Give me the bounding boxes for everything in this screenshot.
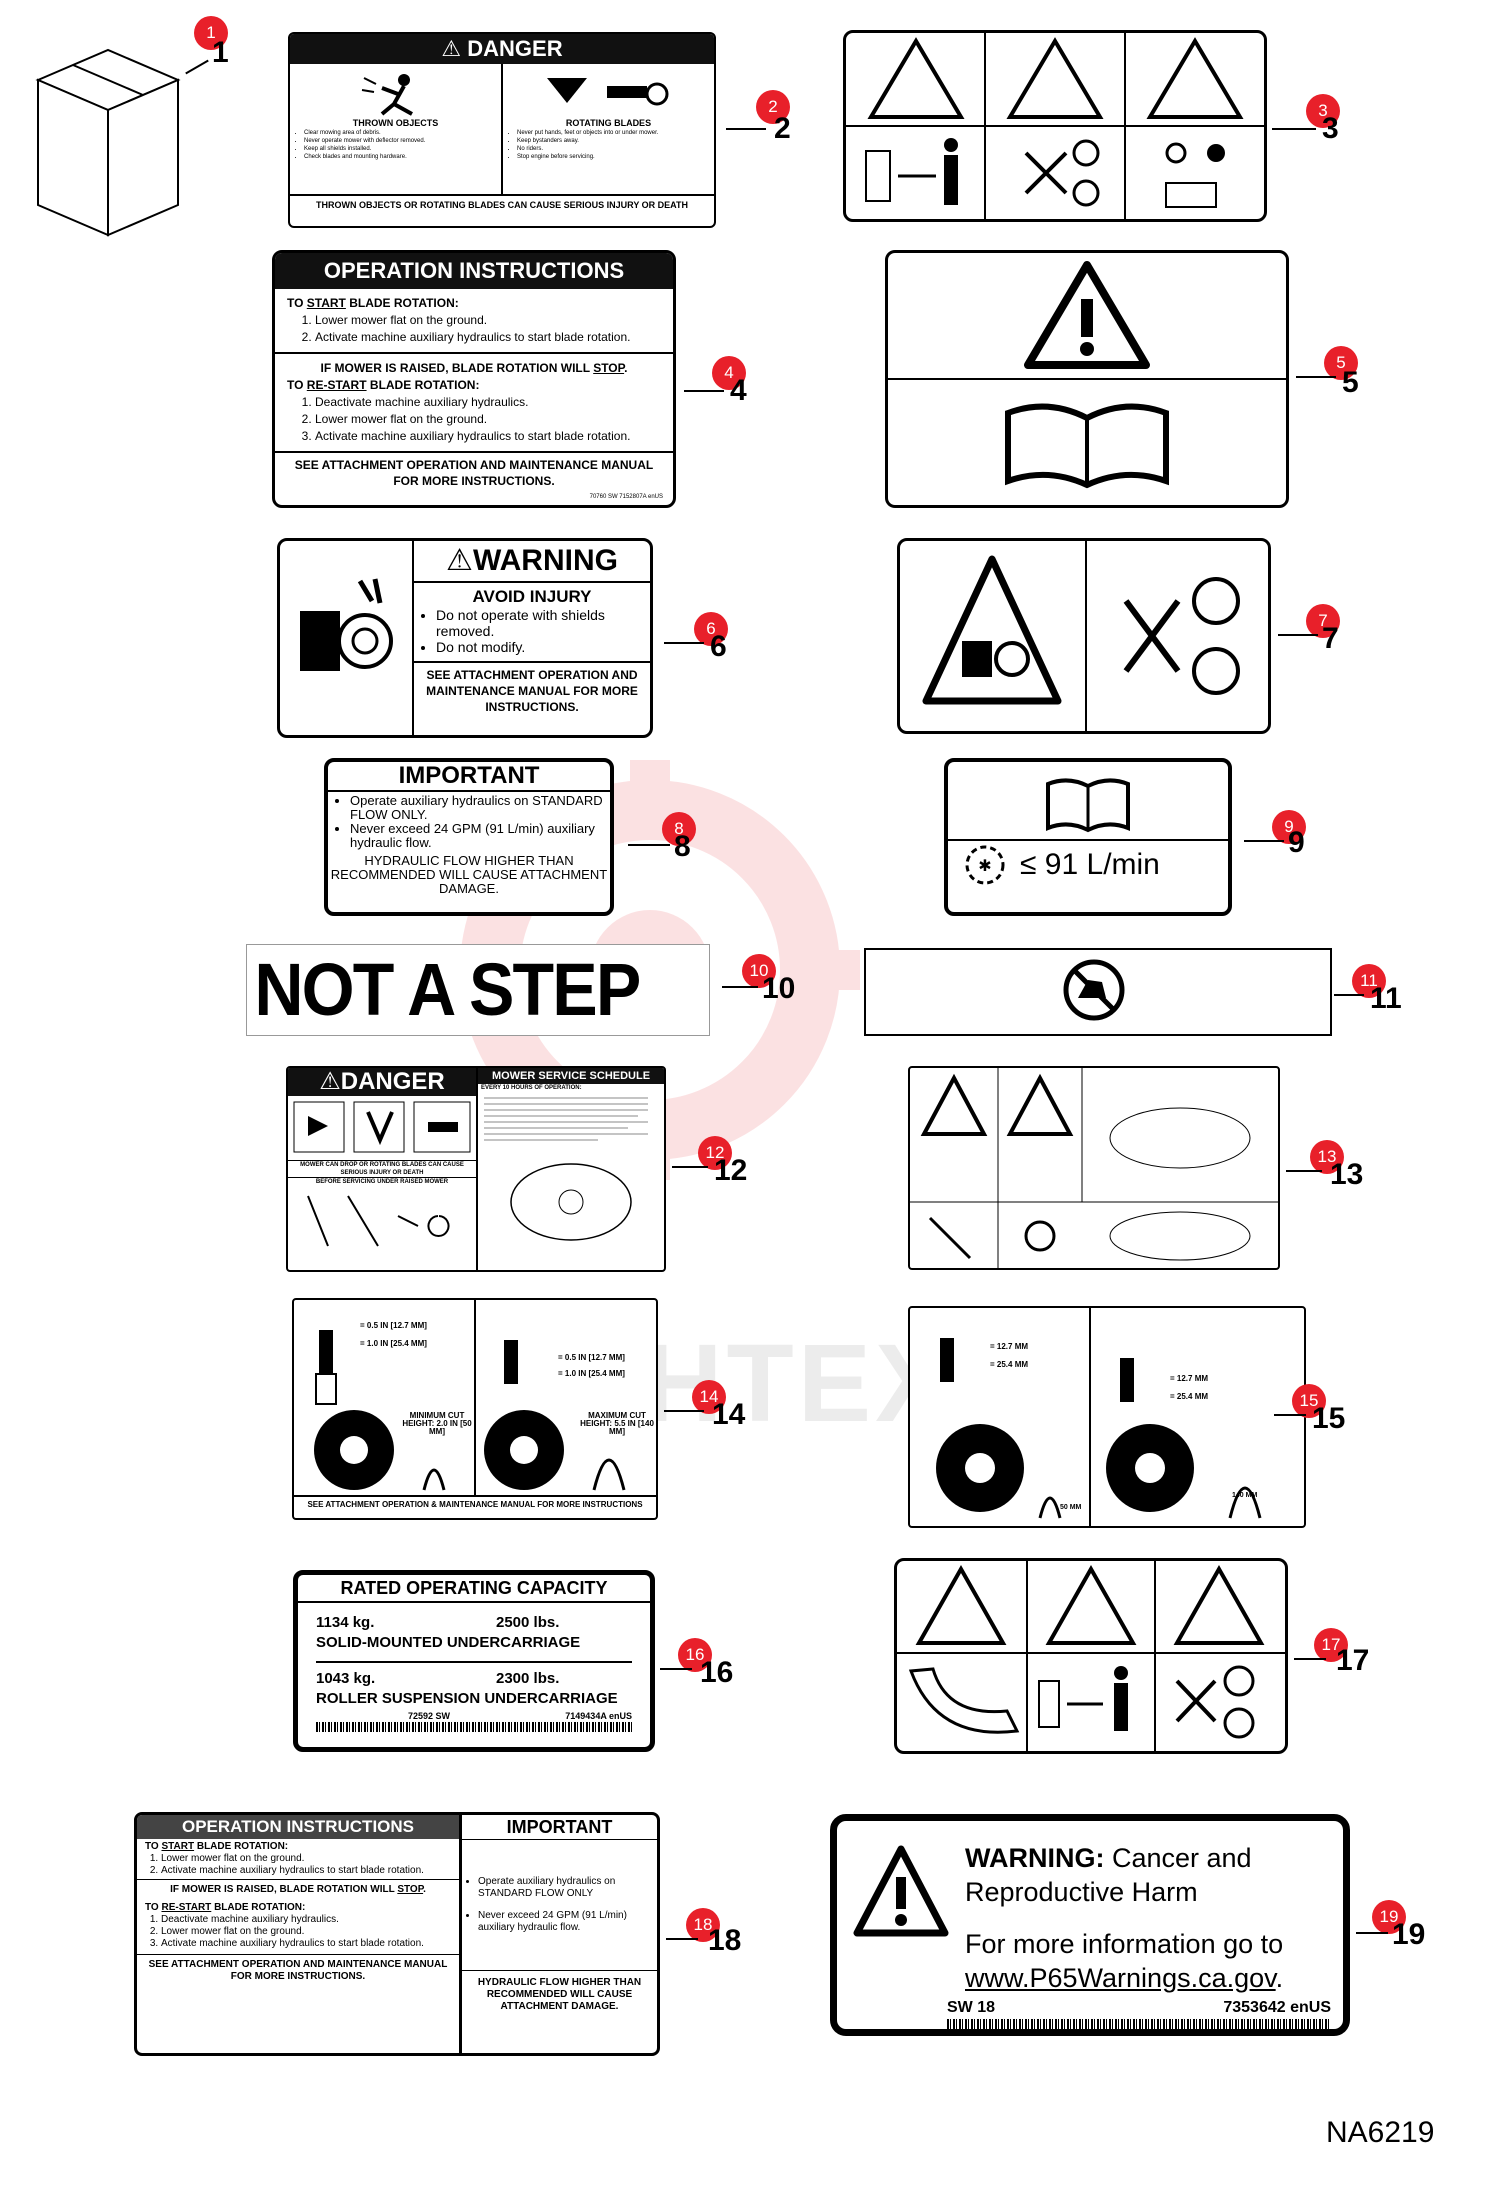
callout-14: 14 [692,1380,726,1414]
leader-line [1278,634,1318,636]
decal-operation-important-combo: OPERATION INSTRUCTIONS TO START BLADE RO… [134,1812,660,2056]
box-icon [28,40,188,240]
callout-12: 12 [698,1136,732,1170]
decal-flow-limit: ✱ ≤ 91 L/min [944,758,1232,916]
callout-number-6: 6 [710,630,727,663]
callout-number-1: 1 [212,36,229,69]
leader-line [1334,994,1364,996]
decal-rated-capacity: RATED OPERATING CAPACITY 1134 kg.2500 lb… [293,1570,655,1752]
leader-line [1286,1170,1322,1172]
decal-important-hydraulic: IMPORTANT Operate auxiliary hydraulics o… [324,758,614,916]
callout-number-7: 7 [1322,622,1339,655]
callout-number-4: 4 [730,374,747,407]
leader-line [1296,376,1336,378]
callout-9: 9 [1272,810,1306,844]
decal-no-step-icon [864,948,1332,1036]
callout-number-8: 8 [674,830,691,863]
decal-danger-thrown-objects: ⚠ DANGER THROWN OBJECTS Clear mowing are… [288,32,716,228]
callout-1: 1 [194,16,228,50]
callout-number-11: 11 [1370,982,1402,1015]
leader-line [185,59,209,75]
callout-number-12: 12 [714,1154,748,1187]
warning-triangle-icon [853,1845,949,1937]
decal-entanglement-pictogram [897,538,1271,734]
callout-4: 4 [712,356,746,390]
callout-6: 6 [694,612,728,646]
callout-number-15: 15 [1312,1402,1346,1435]
callout-number-3: 3 [1322,112,1339,145]
callout-number-2: 2 [774,112,791,145]
leader-line [672,1166,708,1168]
decal-warning-avoid-injury: ⚠WARNING AVOID INJURY Do not operate wit… [277,538,653,738]
leader-line [1356,1932,1388,1934]
callout-number-19: 19 [1392,1918,1426,1951]
callout-number-18: 18 [708,1924,742,1957]
decal-cut-height-in: = 0.5 IN [12.7 MM] = 1.0 IN [25.4 MM] = … [292,1298,658,1520]
callout-number-13: 13 [1330,1158,1364,1191]
decal-service-pictogram [908,1066,1280,1270]
decal-prop65-warning: WARNING: Cancer and Reproductive Harm Fo… [830,1814,1350,2036]
decal-read-manual [885,250,1289,508]
leader-line [1244,840,1284,842]
callout-13: 13 [1310,1140,1344,1174]
callout-10: 10 [742,954,776,988]
callout-number-14: 14 [712,1398,746,1431]
callout-3: 3 [1306,94,1340,128]
callout-8: 8 [662,812,696,846]
svg-text:✱: ✱ [978,856,991,875]
leader-line [664,642,704,644]
leader-line [684,390,724,392]
callout-16: 16 [678,1638,712,1672]
callout-19: 19 [1372,1900,1406,1934]
decal-not-a-step: NOT A STEP [246,944,710,1036]
callout-17: 17 [1314,1628,1348,1662]
decal-danger-service-schedule: ⚠DANGER MOWER CAN DROP OR ROTATING BLADE… [286,1066,666,1272]
callout-number-10: 10 [762,972,796,1005]
leader-line [722,986,758,988]
leader-line [628,844,670,846]
callout-number-16: 16 [700,1656,734,1689]
callout-5: 5 [1324,346,1358,380]
callout-number-17: 17 [1336,1644,1370,1677]
leader-line [660,1668,692,1670]
callout-2: 2 [756,90,790,124]
decal-pictogram-3panel-b [894,1558,1288,1754]
leader-line [1274,1414,1306,1416]
callout-number-9: 9 [1288,826,1305,859]
drawing-code: NA6219 [1326,2116,1435,2149]
callout-11: 11 [1352,964,1386,998]
callout-18: 18 [686,1908,720,1942]
flow-icon: ✱ [965,845,1005,885]
leader-line [666,1938,698,1940]
decal-operation-instructions: OPERATION INSTRUCTIONS TO START BLADE RO… [272,250,676,508]
callout-7: 7 [1306,604,1340,638]
callout-number-5: 5 [1342,366,1359,399]
decal-pictogram-3panel [843,30,1267,222]
leader-line [1272,128,1316,130]
decal-cut-height-mm: = 12.7 MM = 25.4 MM = 12.7 MM = 25.4 MM … [908,1306,1306,1528]
leader-line [1294,1658,1326,1660]
leader-line [726,128,766,130]
leader-line [664,1410,704,1412]
callout-15: 15 [1292,1384,1326,1418]
